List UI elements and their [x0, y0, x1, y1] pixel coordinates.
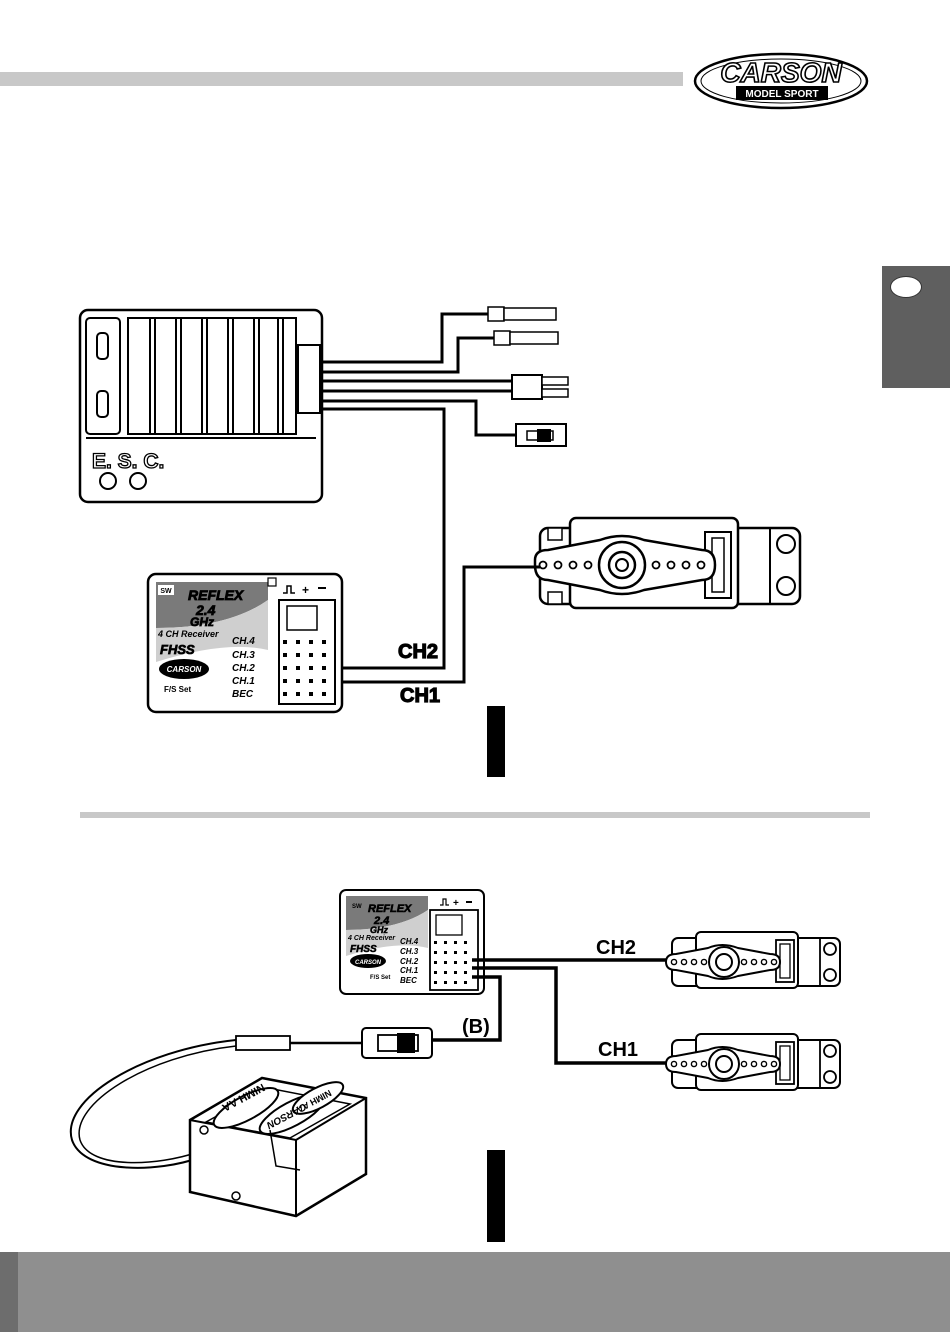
motor-lead-connector-1: [488, 307, 556, 321]
receiver-channel-label: CH.2: [232, 663, 255, 674]
receiver-subtitle: 4 CH Receiver: [347, 935, 396, 942]
receiver-fs-label: F/S Set: [164, 685, 191, 694]
receiver-channel-label: BEC: [232, 689, 254, 700]
receiver-channel-label: CH.4: [400, 937, 419, 946]
motor-lead-connector-2: [494, 331, 558, 345]
receiver-channel-label: CH.3: [400, 947, 419, 956]
receiver-band-unit: GHz: [370, 925, 389, 935]
receiver-badge: CARSON: [167, 665, 202, 674]
receiver-tech: FHSS: [350, 944, 377, 955]
marker-bar-top: [487, 706, 505, 777]
switch-b-label: (B): [462, 1016, 490, 1038]
receiver-channel-label: CH.2: [400, 957, 419, 966]
ch2-label-top: CH2: [398, 641, 438, 663]
ch2-label-bottom: CH2: [596, 937, 636, 959]
svg-text:+: +: [302, 583, 309, 597]
receiver-subtitle: 4 CH Receiver: [157, 629, 219, 639]
receiver-small-tag: SW: [160, 588, 172, 595]
receiver-channel-label: BEC: [400, 976, 417, 985]
receiver-bottom: SW REFLEX 2.4 GHz 4 CH Receiver FHSS CAR…: [340, 890, 484, 994]
esc-power-switch: [516, 424, 566, 446]
svg-text:+: +: [453, 898, 459, 909]
receiver-brand: REFLEX: [368, 903, 412, 915]
servo-wire-top: [326, 567, 540, 682]
battery-box: NIMH AA CARSON NIMH AA: [190, 1076, 366, 1216]
esc-wire-bundle: [320, 314, 516, 668]
servo-ch2: [666, 932, 840, 988]
receiver-badge: CARSON: [355, 960, 382, 966]
receiver-fs-label: F/S Set: [370, 975, 390, 981]
esc-unit: E. S. C.: [80, 310, 322, 502]
receiver-brand: REFLEX: [188, 587, 245, 603]
battery-connector: [512, 375, 568, 399]
servo-ch1: [666, 1034, 840, 1090]
receiver-channel-label: CH.1: [232, 676, 255, 687]
receiver-band-unit: GHz: [190, 615, 214, 629]
ch1-label-top: CH1: [400, 685, 440, 707]
esc-label: E. S. C.: [92, 450, 164, 473]
receiver-top: SW REFLEX 2.4 GHz 4 CH Receiver FHSS CAR…: [148, 574, 342, 712]
marker-bar-bottom: [487, 1150, 505, 1242]
receiver-channel-label: CH.3: [232, 650, 255, 661]
battery-plug: [236, 1036, 290, 1050]
ch1-label-bottom: CH1: [598, 1039, 638, 1061]
receiver-channel-label: CH.1: [400, 966, 419, 975]
receiver-channel-label: CH.4: [232, 636, 255, 647]
steering-servo: [535, 518, 800, 608]
receiver-small-tag: SW: [352, 904, 362, 910]
receiver-tech: FHSS: [160, 642, 195, 657]
receiver-power-switch: [362, 1028, 432, 1058]
